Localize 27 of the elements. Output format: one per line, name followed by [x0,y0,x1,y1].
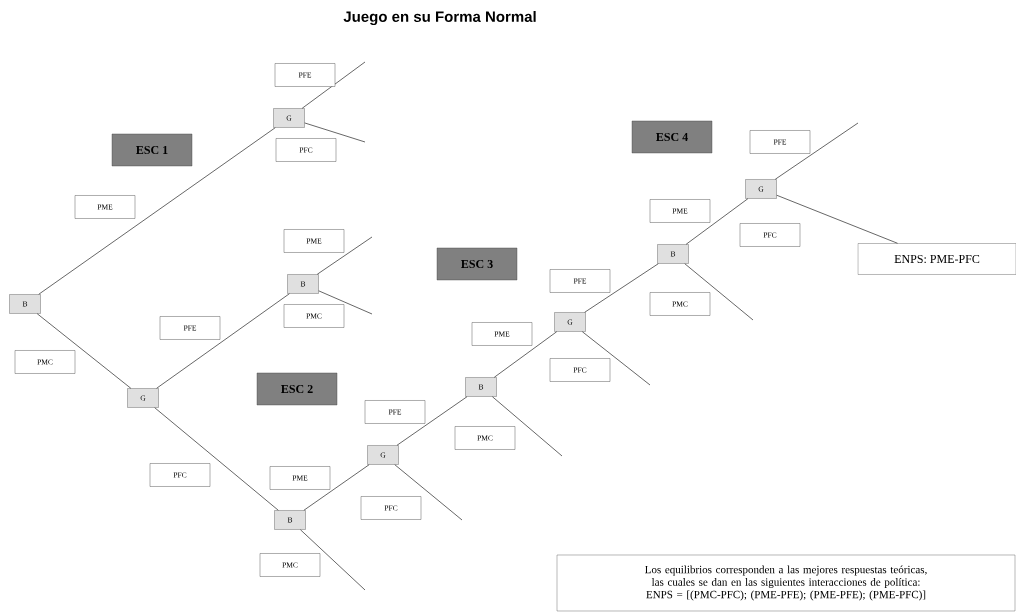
branch-line [584,263,659,313]
branch-line [493,331,558,378]
branch-line [685,198,749,245]
branch-line [318,290,373,315]
branch-line [396,396,468,446]
branch-line [776,194,898,244]
title: Juego en su Forma Normal [343,10,536,25]
branch-line [38,127,276,295]
scenario-box: ESC 3 [436,247,518,281]
scenario-box: ESC 1 [111,133,193,167]
result-box: ENPS: PME-PFC [857,243,1016,275]
branch-line [156,293,290,389]
branch-line [300,529,366,591]
branch-line [154,407,279,511]
branch-line [581,331,651,386]
branch-line [36,313,132,389]
branch-line [492,396,563,457]
branch-line [303,464,370,511]
scenario-box: ESC 2 [256,372,338,406]
branch-line [316,236,373,275]
note-box: Los equilibrios corresponden a las mejores respuestas teóricas, las cuales se dan en las siguientes interacciones de política: ENPS = [(PMC-PFC); (PME-PFE); (PME-PFE); (PME-PFC)] [556,554,1016,612]
branch-line [394,464,463,521]
branch-line [774,122,859,180]
branch-line [684,263,754,321]
scenario-box: ESC 4 [631,120,713,154]
branch-line [301,61,366,109]
branch-line [304,122,366,143]
